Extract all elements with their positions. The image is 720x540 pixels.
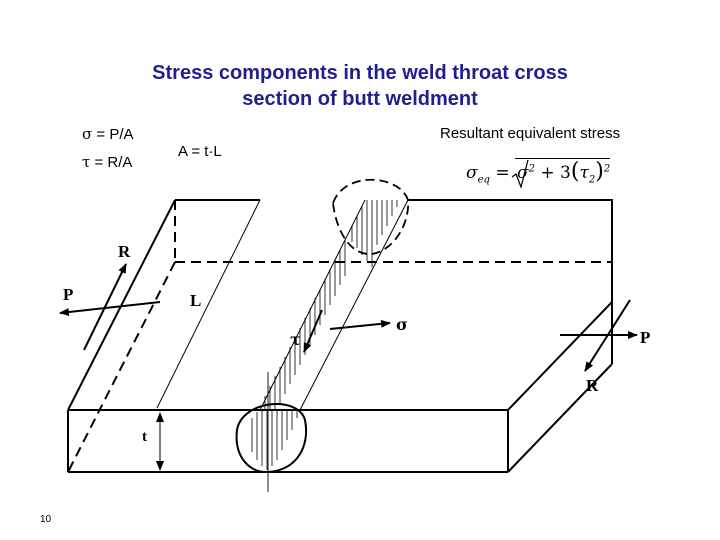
hidden-edges — [67, 200, 612, 473]
term2-sub: 2 — [588, 174, 596, 186]
sigma-arrow — [329, 319, 391, 330]
shear-R-left-arrow — [83, 263, 127, 351]
label-R-right: R — [586, 376, 599, 395]
eq-sub: eq — [477, 174, 490, 186]
hidden-left-bottom-edge — [67, 261, 176, 473]
term2-exp: 2 — [603, 163, 611, 175]
weld-section-bottom-line — [259, 199, 366, 411]
weld-section-hatching — [251, 200, 398, 470]
eq-sigma: σ — [466, 163, 478, 183]
sigma-symbol: σ — [82, 125, 93, 143]
plate-outline — [67, 199, 613, 473]
label-P-right: P — [640, 328, 651, 347]
weld-bead-bottom — [235, 403, 307, 474]
length-dimension-line — [156, 199, 261, 409]
tau-arrow — [303, 309, 323, 353]
sigma-formula: σ = P/A — [82, 125, 134, 143]
tau-formula: τ = R/A — [82, 153, 132, 171]
tau-symbol: τ — [82, 153, 91, 171]
title-line-2: section of butt weldment — [242, 88, 478, 110]
weld-section-top-line — [299, 199, 409, 411]
sigma-formula-rest: = P/A — [92, 126, 134, 143]
term1-sigma: σ — [517, 163, 529, 183]
page-number: 10 — [40, 514, 52, 525]
slide-title: Stress components in the weld throat cro… — [0, 60, 720, 112]
label-tau: τ — [290, 330, 301, 349]
term-plus: + 3 — [540, 163, 571, 183]
sqrt-radicand: σ2 + 3(τ2)2 — [515, 158, 611, 186]
label-L: L — [190, 291, 202, 310]
title-line-1: Stress components in the weld throat cro… — [152, 62, 568, 84]
tau-formula-rest: = R/A — [90, 154, 133, 171]
label-P-left: P — [63, 285, 74, 304]
sqrt-sign — [511, 159, 529, 189]
label-R-left: R — [118, 242, 131, 261]
weld-throat-section — [235, 178, 409, 492]
plate-left-top-edge — [67, 199, 176, 411]
force-P-left-arrow — [59, 301, 161, 316]
weld-bead-top — [332, 178, 409, 255]
shear-R-right-arrow — [584, 299, 631, 372]
label-t: t — [142, 429, 147, 445]
term2-tau: τ — [579, 163, 589, 183]
eq-equals: = — [495, 163, 510, 183]
area-formula: A = t·L — [178, 143, 222, 160]
plate-side-bottom-edge — [507, 363, 613, 473]
resultant-label: Resultant equivalent stress — [440, 125, 621, 142]
term1-exp: 2 — [528, 163, 535, 175]
label-sigma: σ — [396, 315, 408, 334]
equivalent-stress-formula: σeq = σ2 + 3(τ2)2 — [466, 158, 611, 186]
